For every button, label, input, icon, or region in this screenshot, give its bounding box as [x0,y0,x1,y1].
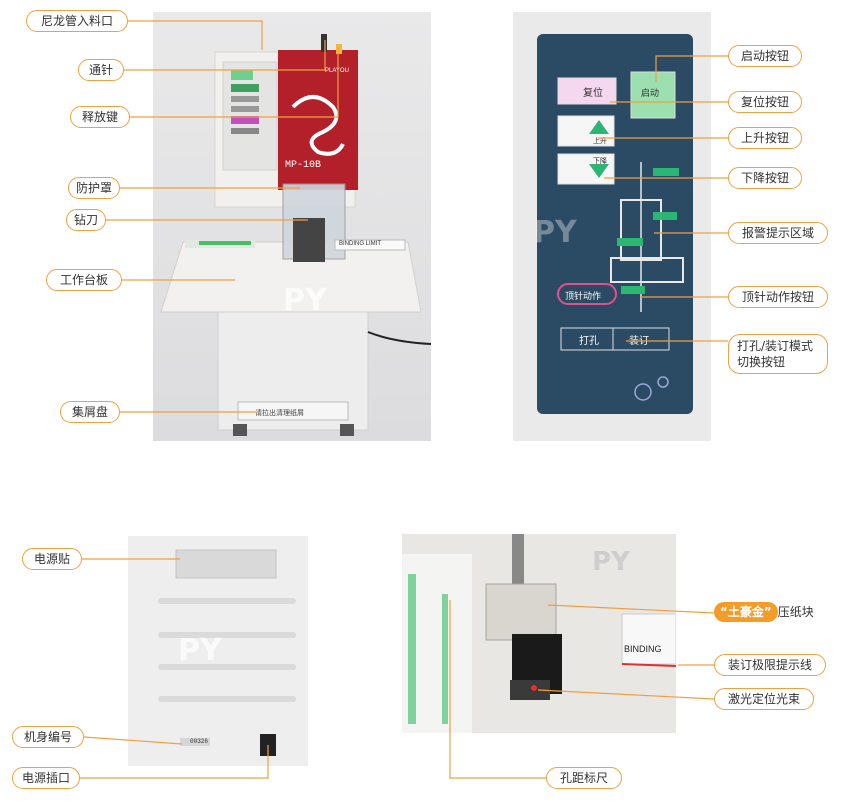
control-panel-photo: PY 复位 启动 上升 下降 顶针动作 打孔 装订 [513,12,711,441]
label-laser-beam: 激光定位光束 [714,688,814,710]
machine-back-photo: PY 00326 [128,536,308,766]
label-binding-limit-line: 装订极限提示线 [714,654,826,676]
label-press-block: “土豪金”压纸块 [714,602,838,624]
svg-text:PY: PY [283,283,328,318]
panel-punch-text: 打孔 [579,336,599,347]
label-mode-switch-line2: 切换按钮 [737,355,786,369]
label-release-key: 释放键 [70,106,130,128]
machine-back-illustration: PY [128,536,308,766]
label-mode-switch: 打孔/装订模式 切换按钮 [728,334,828,374]
closeup-illustration: PY [402,534,676,733]
label-mode-switch-line1: 打孔/装订模式 [737,339,814,353]
panel-down-text: 下降 [593,157,607,165]
svg-text:PY: PY [592,547,631,577]
label-start-button: 启动按钮 [728,45,802,67]
machine-front-photo: PY MP-10B PLAYOU BINDING LIMIT 请拉出清理纸屑 [153,12,431,441]
panel-up-text: 上升 [593,137,607,145]
label-worktable: 工作台板 [46,269,122,291]
label-alarm-area: 报警提示区域 [728,222,828,244]
svg-text:PY: PY [178,633,223,668]
svg-text:PY: PY [533,215,578,250]
label-reset-button: 复位按钮 [728,91,802,113]
control-panel-illustration: PY [533,34,693,414]
label-hole-ruler: 孔距标尺 [546,767,622,789]
binding-limit-strip: BINDING LIMIT [339,241,382,247]
label-serial-number: 机身编号 [12,726,84,748]
panel-top-pin-text: 顶针动作 [565,292,602,302]
label-top-pin-button: 顶针动作按钮 [728,286,828,308]
label-guard: 防护罩 [68,177,120,199]
label-up-button: 上升按钮 [728,127,802,149]
binding-label-text: BINDING [624,644,662,654]
machine-front-illustration: PY [160,34,431,436]
brand-text: PLAYOU [325,68,349,74]
label-press-block-rest: 压纸块 [777,605,814,619]
model-text: MP-10B [285,160,322,171]
label-chip-tray: 集屑盘 [60,401,120,423]
label-power-sticker: 电源贴 [22,548,82,570]
label-power-socket: 电源插口 [12,767,80,789]
label-nylon-inlet: 尼龙管入料口 [26,10,128,32]
label-push-pin: 通针 [78,59,124,81]
label-press-block-highlight: “土豪金” [714,602,778,622]
label-drill: 钻刀 [66,209,106,231]
closeup-photo: PY BINDING [402,534,676,733]
chip-tray-text: 请拉出清理纸屑 [255,409,304,417]
panel-reset-text: 复位 [583,88,603,99]
label-down-button: 下降按钮 [728,167,802,189]
serial-text: 00326 [190,738,209,745]
panel-start-text: 启动 [641,89,660,99]
